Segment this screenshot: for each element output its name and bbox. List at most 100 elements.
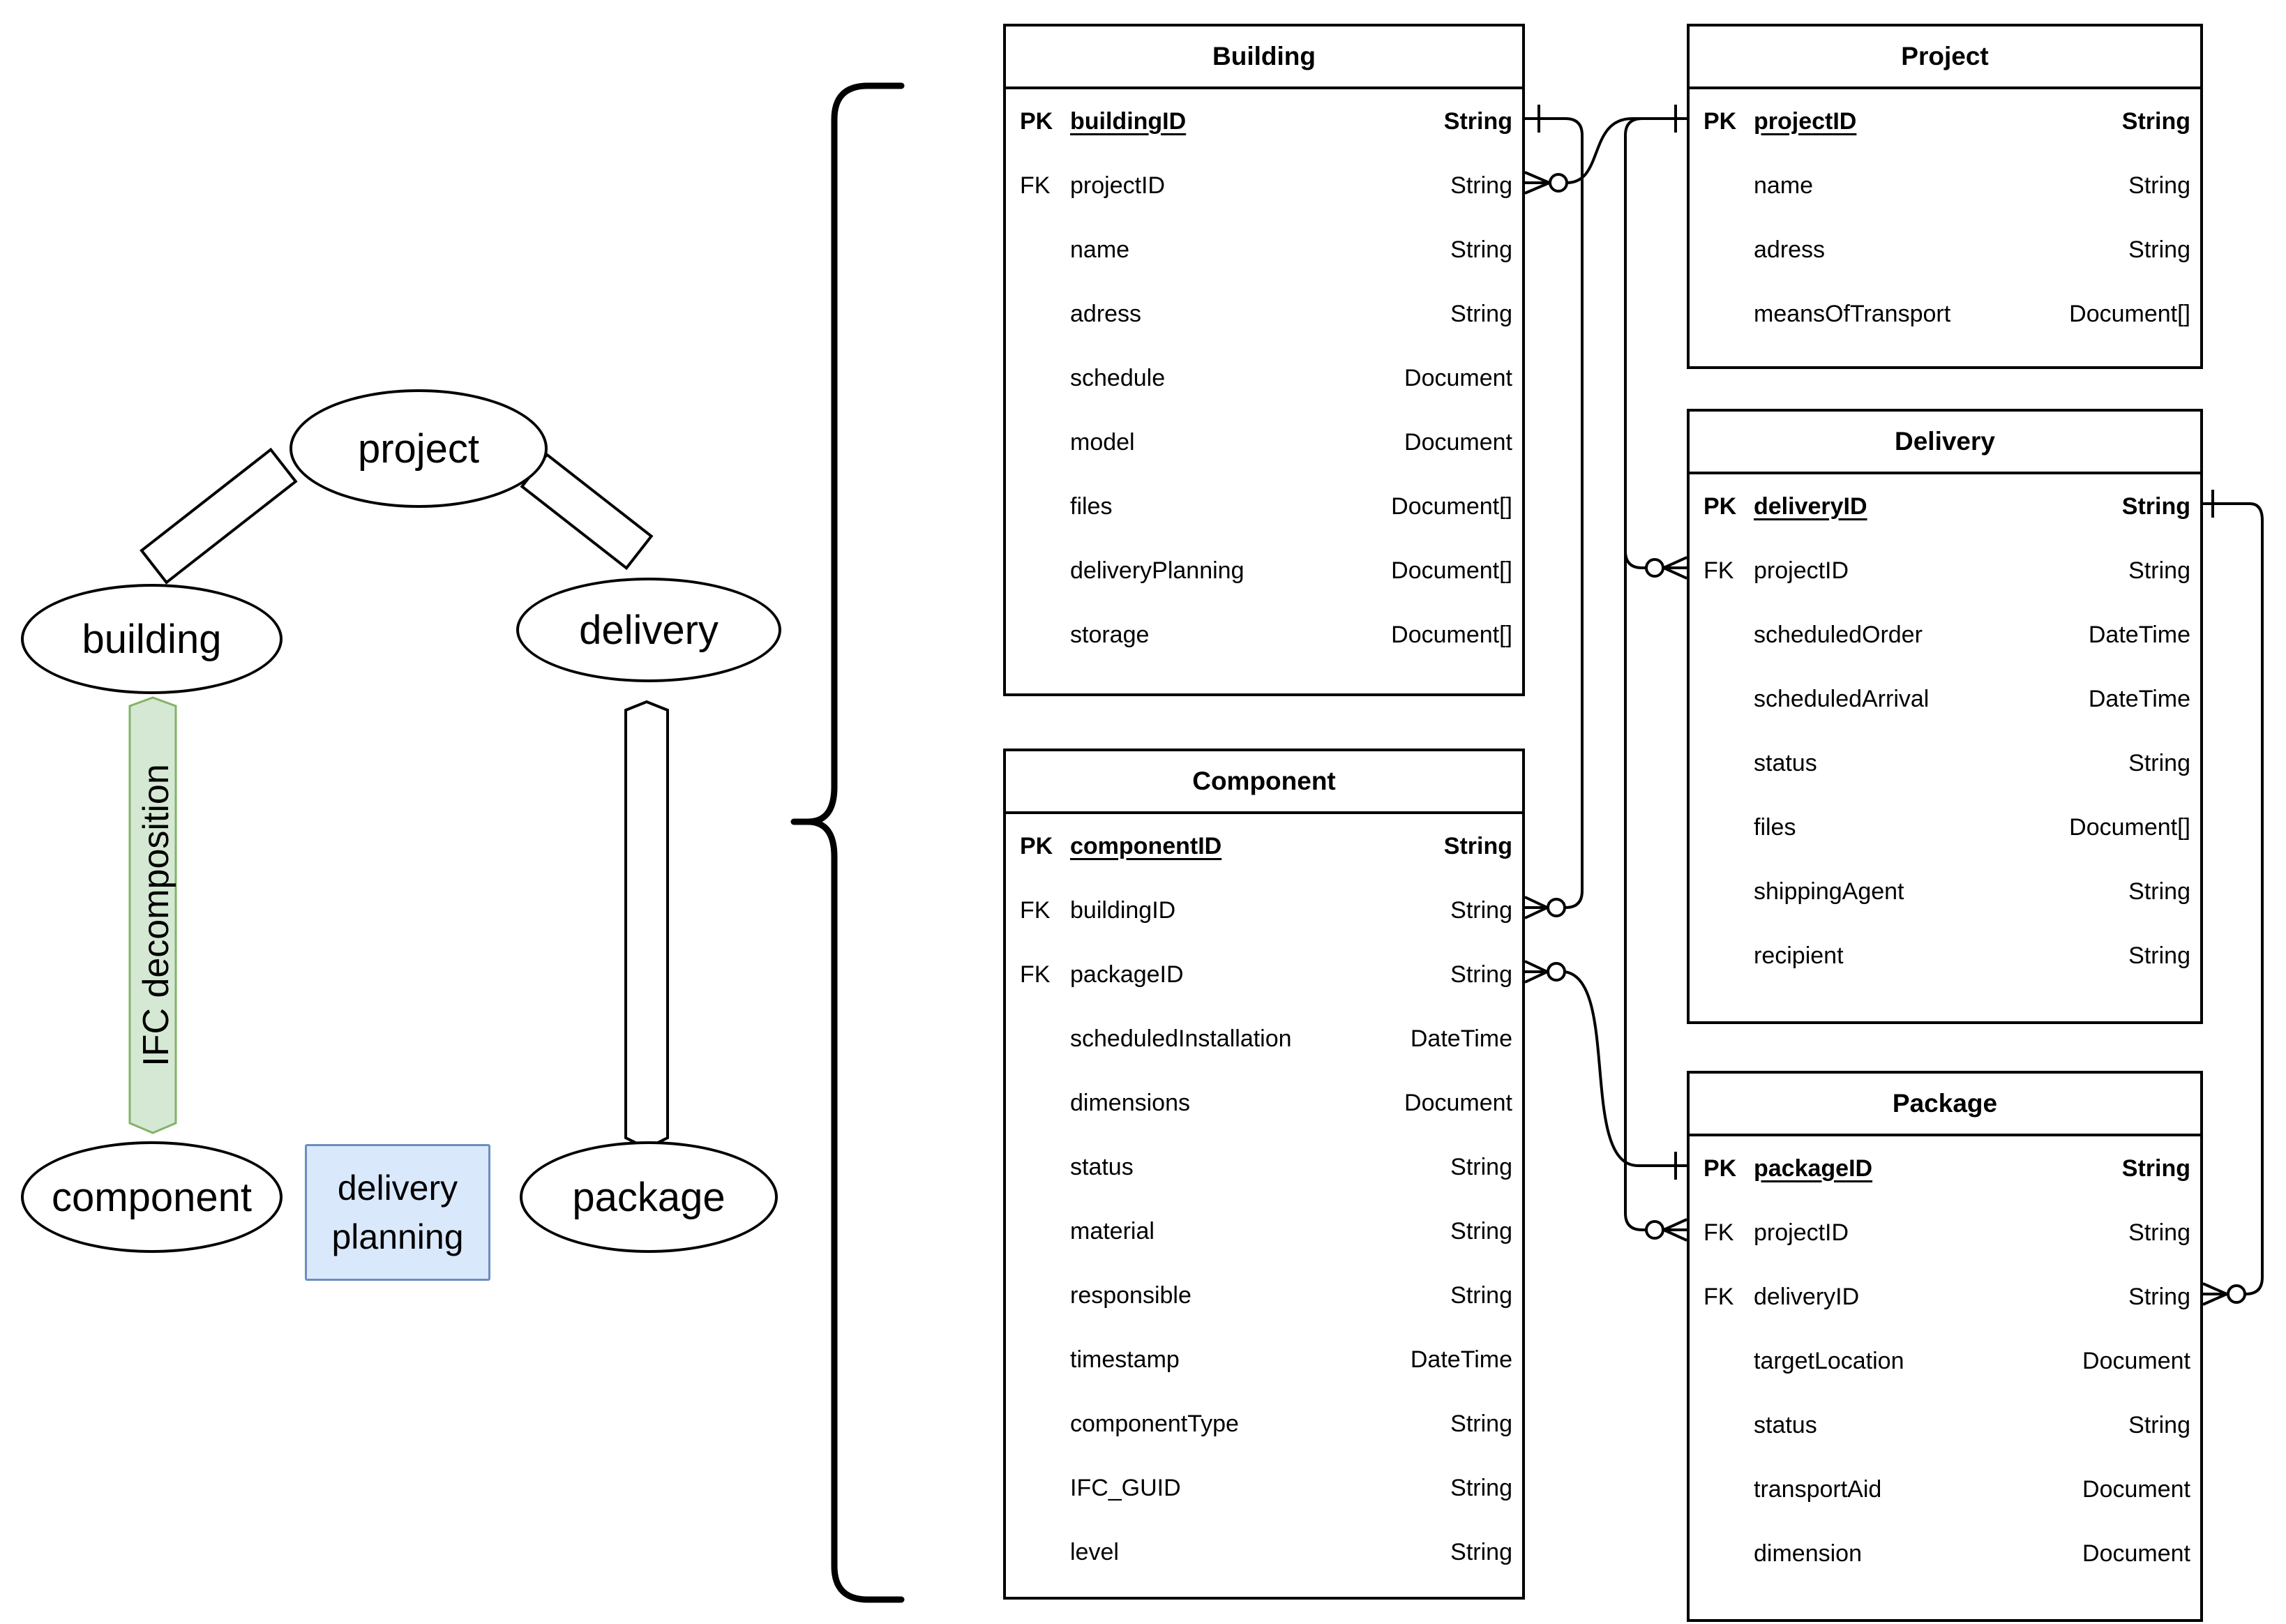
attribute-name: transportAid [1754,1475,1882,1503]
attribute-type: Document [2082,1347,2190,1374]
table-title: Building [1006,27,1522,89]
attribute-type: Document[] [1391,493,1512,520]
attribute-name: projectID [1754,107,1857,135]
table-row: meansOfTransport Document[] [1690,282,2200,346]
concept-node-project: project [289,389,548,508]
attribute-name: packageID [1754,1155,1873,1182]
connector-delivery-package [2203,502,2264,1295]
attribute-type: String [1450,1410,1512,1437]
attribute-type: String [1450,961,1512,988]
crows-foot-icon [1663,1218,1687,1242]
attribute-type: DateTime [2088,621,2190,648]
attribute-name: status [1754,1411,1817,1438]
attribute-name: level [1070,1538,1119,1565]
table-title: Component [1006,751,1522,814]
attribute-type: Document [2082,1475,2190,1503]
attribute-name: model [1070,428,1135,456]
table-row: level String [1006,1520,1522,1584]
relation-bar-delivery-package [624,700,669,1150]
attribute-name: adress [1754,236,1826,263]
attribute-name: dimension [1754,1540,1862,1567]
attribute-name: deliveryID [1754,1283,1860,1310]
key-badge: PK [1704,493,1737,520]
attribute-name: storage [1070,621,1150,648]
curly-brace [807,82,905,1603]
table-row: FK packageID String [1006,942,1522,1007]
key-badge: PK [1704,1155,1737,1182]
zero-circle-icon [1645,558,1664,578]
attribute-name: meansOfTransport [1754,300,1951,327]
zero-circle-icon [2227,1284,2246,1304]
attribute-name: componentID [1070,832,1222,859]
crows-foot-icon [2202,1282,2227,1306]
attribute-type: String [1443,107,1512,135]
attribute-type: Document[] [2069,300,2190,327]
attribute-name: recipient [1754,942,1844,969]
zero-circle-icon [1547,898,1566,917]
entity-table-component: Component PK componentID String FK building… [1003,749,1525,1600]
attribute-type: String [2121,493,2190,520]
attribute-type: String [1450,1538,1512,1565]
attribute-type: String [2128,557,2190,584]
relation-rect-project-building [140,447,298,585]
crows-foot-icon [1524,896,1548,919]
key-badge: FK [1020,961,1051,988]
attribute-name: name [1070,236,1130,263]
attribute-type: String [2128,1219,2190,1246]
concept-node-delivery: delivery [516,578,781,682]
crows-foot-icon [1524,171,1550,195]
key-badge: PK [1704,107,1737,135]
relation-rect-project-delivery [520,452,654,571]
attribute-name: status [1754,749,1817,776]
attribute-type: String [2128,1283,2190,1310]
attribute-name: scheduledArrival [1754,685,1930,712]
attribute-type: String [1450,1281,1512,1309]
attribute-type: Document[] [2069,813,2190,841]
key-badge: PK [1020,107,1053,135]
crows-foot-icon [1663,556,1687,580]
attribute-type: Document[] [1391,557,1512,584]
attribute-type: Document [1404,428,1512,456]
table-row: FK buildingID String [1006,878,1522,942]
table-row: status String [1690,731,2200,795]
concept-label: component [52,1174,252,1220]
concept-node-package: package [520,1141,778,1253]
attribute-type: String [1450,896,1512,924]
attribute-name: IFC_GUID [1070,1474,1181,1501]
attribute-name: packageID [1070,961,1184,988]
key-badge: PK [1020,832,1053,859]
attribute-name: material [1070,1217,1155,1245]
attribute-type: String [2128,749,2190,776]
key-badge: FK [1020,896,1051,924]
attribute-name: buildingID [1070,896,1176,924]
zero-circle-icon [1547,962,1566,982]
attribute-name: shippingAgent [1754,878,1904,905]
table-title: Package [1690,1074,2200,1136]
attribute-type: String [2128,1411,2190,1438]
